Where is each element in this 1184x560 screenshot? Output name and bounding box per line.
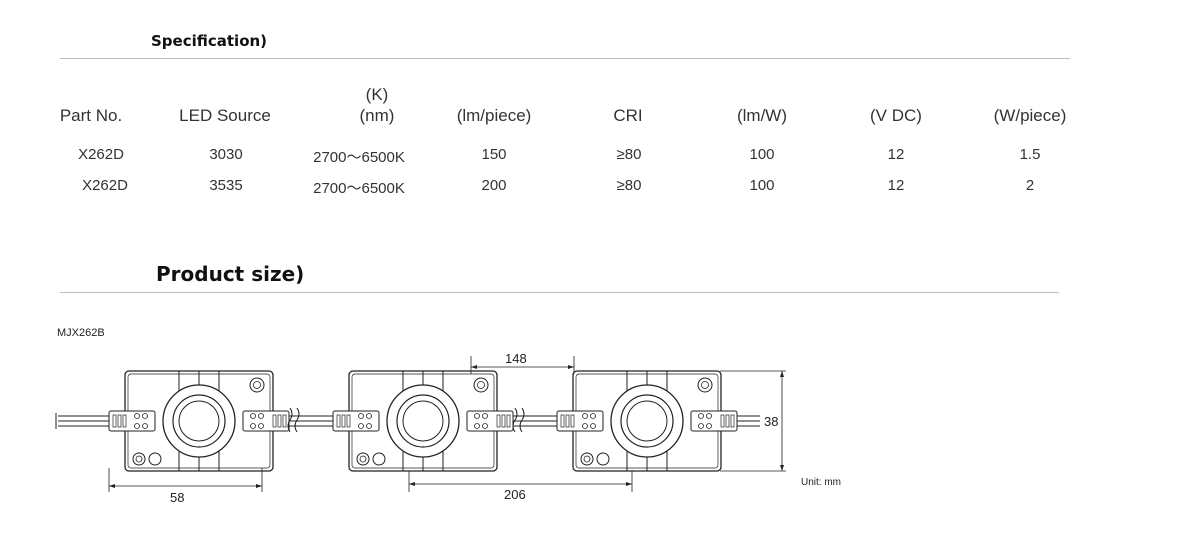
dimension-label-pitch: 148	[505, 351, 527, 366]
led-module	[332, 370, 514, 472]
dimension-label-span: 206	[504, 487, 526, 502]
dimension-pitch	[470, 356, 575, 374]
dimension-span	[408, 471, 633, 492]
spec-table: Part No. LED Source (K)(nm) (lm/piece) C…	[0, 0, 1184, 210]
unit-label: Unit: mm	[801, 477, 841, 488]
header-led-source: LED Source	[179, 106, 271, 125]
table-cell-lumen: 200	[481, 177, 507, 194]
dimension-height	[720, 370, 786, 472]
size-section-title: Product size)	[156, 262, 305, 286]
table-cell-power: 2	[1025, 177, 1035, 194]
dimension-label-width: 58	[170, 490, 185, 505]
model-label: MJX262B	[57, 327, 105, 339]
table-cell-part-no: X262D	[78, 146, 124, 163]
size-divider	[60, 292, 1059, 293]
led-module	[108, 370, 290, 472]
led-module	[556, 370, 738, 472]
header-efficacy: (lm/W)	[736, 106, 788, 125]
header-part-no: Part No.	[59, 106, 123, 125]
table-cell-led-source: 3030	[209, 146, 243, 163]
table-cell-color-temperature: 2700～6500K	[313, 180, 405, 197]
header-lumen: (lm/piece)	[456, 106, 532, 125]
wire-break-mark	[512, 407, 518, 433]
table-cell-cri: ≥80	[616, 146, 642, 163]
table-cell-lumen: 150	[481, 146, 507, 163]
table-cell-cri: ≥80	[616, 177, 642, 194]
table-cell-power: 1.5	[1019, 146, 1041, 163]
dimension-width	[108, 468, 263, 492]
dimension-label-height: 38	[764, 414, 779, 429]
header-color-temperature: (K)(nm)	[359, 85, 395, 125]
table-cell-color-temperature: 2700～6500K	[313, 149, 405, 166]
product-size-drawing	[55, 356, 786, 492]
header-voltage: (V DC)	[870, 106, 922, 125]
wire-break-mark	[519, 407, 525, 433]
table-cell-part-no: X262D	[82, 177, 128, 194]
table-cell-led-source: 3535	[209, 177, 243, 194]
table-cell-efficacy: 100	[749, 177, 775, 194]
spec-divider	[60, 58, 1070, 59]
spec-section-title: Specification)	[151, 32, 268, 50]
table-cell-efficacy: 100	[749, 146, 775, 163]
wire-break-mark	[287, 407, 293, 433]
table-cell-voltage: 12	[887, 177, 905, 194]
header-power: (W/piece)	[993, 106, 1067, 125]
header-cri: CRI	[613, 106, 643, 125]
table-cell-voltage: 12	[887, 146, 905, 163]
wire-break-mark	[294, 407, 300, 433]
